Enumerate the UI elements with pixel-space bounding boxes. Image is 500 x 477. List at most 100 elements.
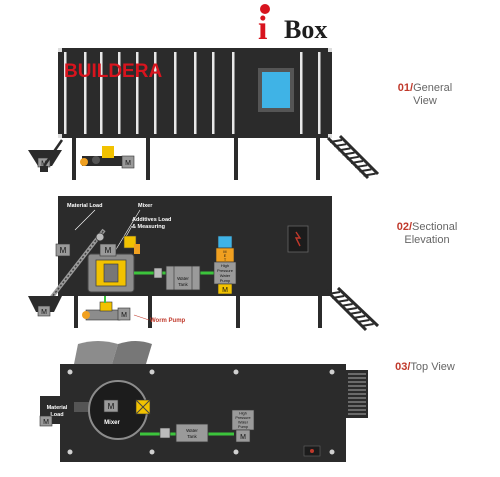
- corner-casting: [58, 134, 62, 138]
- corner-casting: [58, 48, 62, 52]
- sectional-view: Material Load Mixer Additives Load & Mea…: [28, 196, 380, 332]
- container-rib: [194, 52, 197, 134]
- view-title: General: [413, 82, 453, 94]
- container-rib: [300, 52, 303, 134]
- motor: [55, 243, 71, 257]
- stair-tread: [346, 155, 359, 160]
- motor: [39, 415, 53, 427]
- support-leg: [148, 296, 152, 328]
- electrical-panel: [287, 225, 309, 253]
- label-additives-2: & Measuring: [132, 224, 165, 230]
- stair-tread: [355, 164, 368, 169]
- rivet: [67, 369, 73, 375]
- indicator-light: [310, 449, 314, 453]
- water-tank-label-2: Tank: [187, 434, 197, 439]
- container-rib: [232, 52, 235, 134]
- material-hopper: [28, 296, 62, 312]
- label-material-load-1: Material: [47, 405, 68, 411]
- container-rib: [318, 52, 321, 134]
- stair-tread: [348, 311, 362, 315]
- additives-hopper: [123, 235, 137, 249]
- label-mixer: Mixer: [138, 203, 153, 209]
- pump-head: [102, 146, 114, 158]
- container-rib: [118, 52, 121, 134]
- filter: [159, 427, 171, 439]
- motor-label: M: [121, 312, 127, 319]
- rivet: [329, 449, 335, 455]
- pump-label: Pump: [238, 425, 248, 429]
- stair-tread: [329, 139, 343, 143]
- container-logo-text: BUILDERA: [64, 61, 162, 82]
- pump-label: Water: [238, 421, 249, 425]
- roof-flap: [74, 341, 118, 364]
- view-title: Sectional: [412, 221, 458, 233]
- water-meter: [217, 235, 233, 249]
- container-rib: [100, 52, 103, 134]
- pump-motor: [235, 429, 251, 443]
- water-tank: [165, 265, 201, 291]
- stair-tread: [359, 168, 372, 173]
- container-ribs: [64, 52, 321, 134]
- conveyor: [42, 139, 64, 167]
- logo-word: Box: [284, 15, 328, 44]
- pump-hopper: [99, 301, 113, 312]
- ibox-logo: i Box: [254, 4, 334, 46]
- stair-tread: [327, 291, 341, 295]
- label-additives-1: Additives Load: [132, 217, 171, 223]
- view-title-line2: Elevation: [404, 234, 450, 246]
- container-rib: [84, 52, 87, 134]
- worm-pump-unit: [82, 156, 126, 166]
- rivet: [149, 369, 155, 375]
- meter-label: T: [224, 258, 227, 262]
- stair-tread: [363, 172, 376, 177]
- logo-letter: i: [258, 10, 268, 47]
- support-leg: [318, 296, 322, 328]
- general-view: BUILDERA M M: [28, 48, 380, 180]
- container-rivets: [67, 369, 335, 455]
- view-number: 01/: [397, 82, 414, 94]
- stair-tread: [353, 315, 366, 319]
- pump-motor: [217, 283, 233, 295]
- motor-label: M: [108, 402, 115, 411]
- container-rib: [64, 52, 67, 134]
- view-label-sectional: 02/Sectional Elevation: [382, 221, 472, 247]
- meter-label: E: [224, 254, 227, 258]
- motor-label: M: [41, 309, 47, 316]
- rivet: [233, 369, 239, 375]
- corner-casting: [328, 48, 332, 52]
- rivet: [149, 449, 155, 455]
- water-tank-label-2: Tank: [178, 282, 188, 287]
- view-number: 03/: [395, 361, 411, 373]
- motor: [117, 307, 131, 321]
- water-tank-label-1: Water: [177, 276, 189, 281]
- view-title-line2: View: [413, 95, 437, 107]
- stair-tread: [336, 299, 349, 303]
- conveyor-top: [74, 402, 90, 412]
- motor-label: M: [105, 246, 112, 255]
- pump-label: Pressure: [217, 268, 234, 273]
- container-rib: [212, 52, 215, 134]
- label-material-load-2: Load: [50, 412, 63, 418]
- pump-outlet: [80, 158, 88, 166]
- roof-flap: [112, 341, 152, 364]
- rivet: [233, 449, 239, 455]
- motor: [37, 305, 51, 317]
- mixer-motor: [103, 399, 119, 413]
- access-stairs: [324, 286, 380, 332]
- pulley: [95, 232, 105, 242]
- logo-dot: [260, 4, 270, 14]
- pump-label: High: [221, 263, 229, 268]
- view-title: Top View: [410, 361, 455, 373]
- label-material-load: Material Load: [67, 203, 102, 209]
- pump-outlet: [82, 311, 90, 319]
- support-leg: [316, 138, 320, 180]
- pump-label: Pressure: [235, 416, 250, 420]
- support-leg: [72, 138, 76, 180]
- motor-label: M: [222, 287, 228, 294]
- additives-valve: [134, 244, 140, 254]
- motor-label: M: [240, 434, 246, 441]
- stair-tread: [338, 147, 351, 152]
- pump-label: High: [239, 412, 247, 416]
- stair-tread: [332, 295, 345, 299]
- pump-label: Water: [220, 273, 231, 278]
